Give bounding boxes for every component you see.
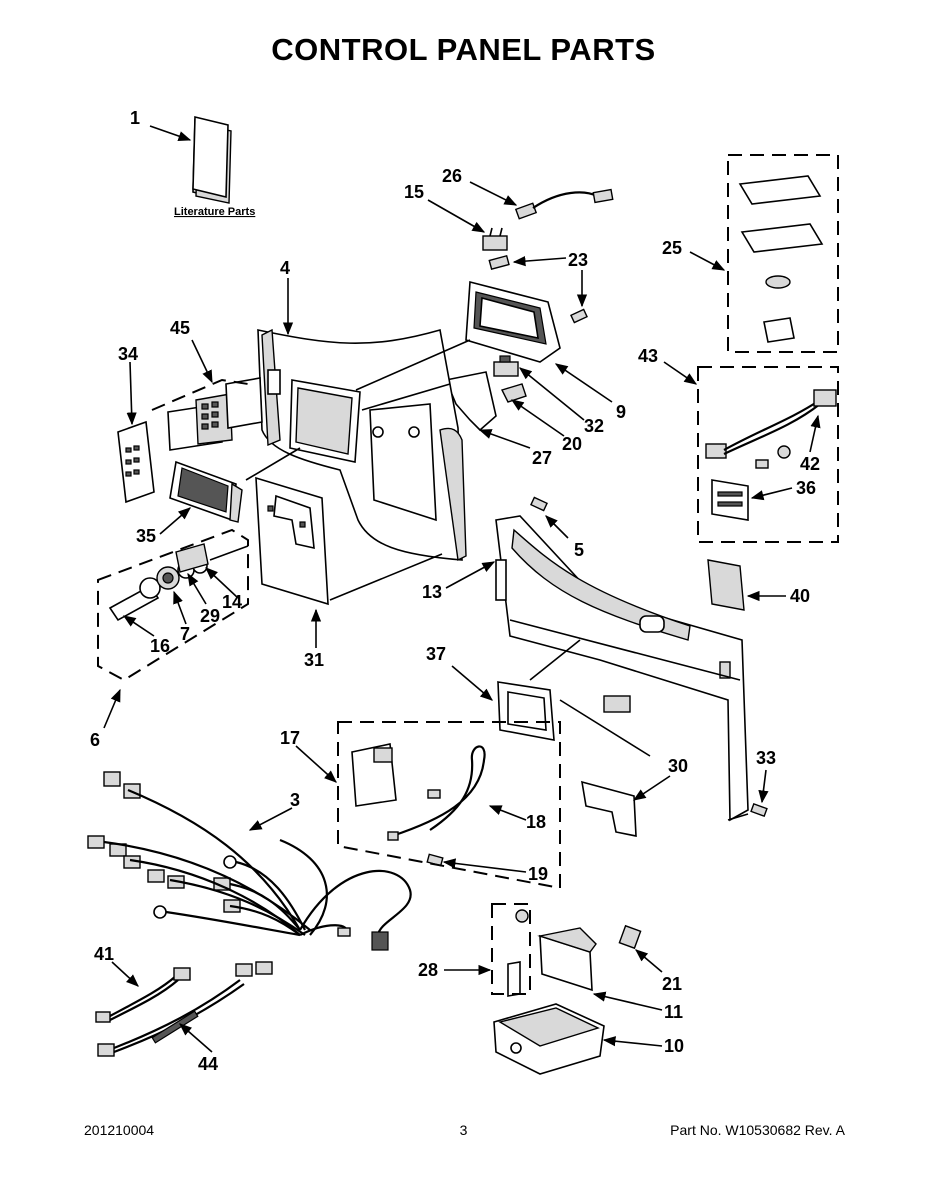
mounting-kit-25 xyxy=(738,175,824,343)
callout-20: 20 xyxy=(562,434,582,454)
callout-31: 31 xyxy=(304,650,324,670)
main-harness-3 xyxy=(87,771,412,951)
wire-harness-26 xyxy=(514,188,614,220)
group-outline-kit-17 xyxy=(337,721,561,890)
alignment-line xyxy=(529,639,581,681)
door-switch-17 xyxy=(351,743,397,807)
callout-35: 35 xyxy=(136,526,156,546)
clip-20 xyxy=(501,383,527,403)
callout-36: 36 xyxy=(796,478,816,498)
callout-29: 29 xyxy=(200,606,220,626)
electronic-box-11 xyxy=(537,927,597,992)
callout-33: 33 xyxy=(756,748,776,768)
display-35 xyxy=(169,460,243,523)
alignment-line xyxy=(209,545,249,561)
wire-18 xyxy=(387,745,486,841)
bracket-30 xyxy=(581,780,637,837)
page-title: CONTROL PANEL PARTS xyxy=(271,32,656,67)
alignment-line xyxy=(727,813,749,821)
bezel-plate-31 xyxy=(255,476,329,606)
group-outline-kit-43 xyxy=(697,366,839,543)
alignment-line xyxy=(329,553,443,601)
mount-plate-28 xyxy=(507,909,529,997)
callout-4: 4 xyxy=(280,258,290,278)
group-outline-kit-25 xyxy=(727,154,839,353)
callout-14: 14 xyxy=(222,592,242,612)
callout-43: 43 xyxy=(638,346,658,366)
callout-15: 15 xyxy=(404,182,424,202)
switch-32 xyxy=(493,355,519,377)
alignment-line xyxy=(361,383,451,411)
footer-page-number: 3 xyxy=(459,1122,468,1138)
callout-44: 44 xyxy=(198,1054,218,1074)
footer-part-number: Part No. W10530682 Rev. A xyxy=(670,1122,845,1138)
callout-11: 11 xyxy=(664,1002,683,1022)
callout-23: 23 xyxy=(568,250,588,270)
callout-28: 28 xyxy=(418,960,438,980)
group-outline-kit-28 xyxy=(491,903,531,995)
callout-7: 7 xyxy=(180,624,190,644)
callout-6: 6 xyxy=(90,730,100,750)
frame-37 xyxy=(497,681,555,741)
cover-40 xyxy=(707,559,745,611)
callout-26: 26 xyxy=(442,166,462,186)
harness-44 xyxy=(97,961,273,1057)
connector-15 xyxy=(482,227,508,251)
control-board-9 xyxy=(465,254,588,363)
callout-3: 3 xyxy=(290,790,300,810)
callout-13: 13 xyxy=(422,582,442,602)
callout-27: 27 xyxy=(532,448,552,468)
callout-32: 32 xyxy=(584,416,604,436)
callout-1: 1 xyxy=(130,108,140,128)
membrane-34 xyxy=(117,420,155,504)
callout-5: 5 xyxy=(574,540,584,560)
callout-16: 16 xyxy=(150,636,170,656)
switch-plate-36 xyxy=(711,479,749,521)
group-outline-kit-45 xyxy=(151,378,249,411)
connector-21 xyxy=(618,924,642,950)
screw-33 xyxy=(750,802,768,818)
footer-date-code: 201210004 xyxy=(84,1122,155,1138)
literature-parts-label: Literature Parts xyxy=(174,206,255,218)
group-outline-kit-6 xyxy=(97,528,249,682)
callout-37: 37 xyxy=(426,644,446,664)
leader-lines xyxy=(103,125,821,1053)
keypad-45 xyxy=(167,377,263,451)
lock-assembly-6 xyxy=(108,543,209,622)
harness-41 xyxy=(95,967,191,1023)
console-4 xyxy=(257,328,467,562)
rear-console-13 xyxy=(495,515,749,822)
callout-41: 41 xyxy=(94,944,114,964)
callout-18: 18 xyxy=(526,812,546,832)
callout-9: 9 xyxy=(616,402,626,422)
callout-45: 45 xyxy=(170,318,190,338)
callout-34: 34 xyxy=(118,344,138,364)
screw-5 xyxy=(530,496,548,512)
alignment-line xyxy=(355,339,471,391)
wire-harness-42 xyxy=(705,389,837,469)
callout-30: 30 xyxy=(668,756,688,776)
callout-21: 21 xyxy=(662,974,682,994)
callout-40: 40 xyxy=(790,586,810,606)
box-10 xyxy=(493,1003,605,1075)
callout-25: 25 xyxy=(662,238,682,258)
callout-19: 19 xyxy=(528,864,548,884)
callout-17: 17 xyxy=(280,728,300,748)
alignment-line xyxy=(559,699,651,757)
alignment-line xyxy=(245,447,301,481)
callout-10: 10 xyxy=(664,1036,684,1056)
callout-42: 42 xyxy=(800,454,820,474)
literature-parts xyxy=(192,115,232,204)
